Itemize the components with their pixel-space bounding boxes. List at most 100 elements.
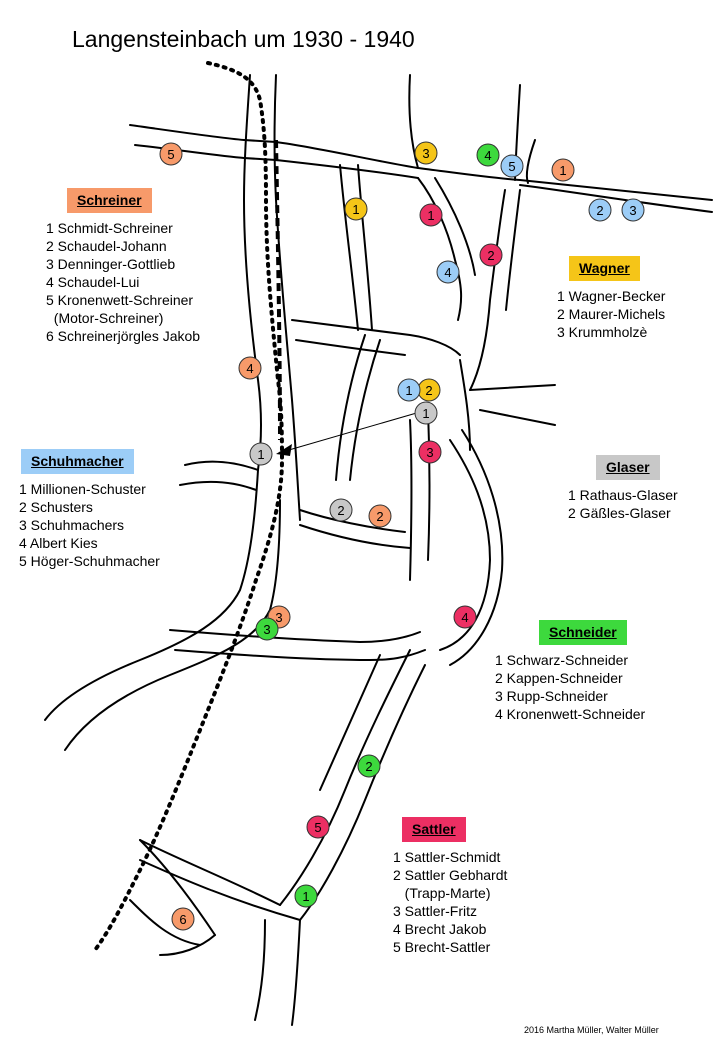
marker-circle [306, 815, 330, 839]
marker-schreiner-1: 1 [551, 158, 575, 182]
marker-circle [414, 401, 438, 425]
legend-item: 2 Gäßles-Glaser [568, 505, 671, 521]
marker-label: 1 [352, 202, 359, 217]
marker-schneider-1: 1 [294, 884, 318, 908]
marker-schreiner-6: 6 [171, 907, 195, 931]
marker-label: 1 [422, 406, 429, 421]
marker-glaser-2: 2 [329, 498, 353, 522]
marker-circle [344, 197, 368, 221]
marker-label: 2 [596, 203, 603, 218]
marker-schneider-4: 4 [476, 143, 500, 167]
legend-item: 1 Rathaus-Glaser [568, 487, 678, 503]
marker-schuhmacher-2: 2 [588, 198, 612, 222]
marker-circle [249, 442, 273, 466]
legend-item: 5 Brecht-Sattler [393, 939, 491, 955]
legend-item: 4 Schaudel-Lui [46, 274, 140, 290]
marker-schneider-2: 2 [357, 754, 381, 778]
marker-schreiner-5: 5 [159, 142, 183, 166]
marker-circle [397, 378, 421, 402]
legend-header-schneider: Schneider [539, 620, 627, 645]
legend-sattler: Sattler 1 Sattler-Schmidt 2 Sattler Gebha… [393, 817, 507, 956]
legend-items-sattler: 1 Sattler-Schmidt 2 Sattler Gebhardt (Tra… [393, 848, 507, 956]
legend-item: 3 Sattler-Fritz [393, 903, 478, 919]
marker-circle [551, 158, 575, 182]
marker-label: 5 [167, 147, 174, 162]
marker-glaser-1: 1 [414, 401, 438, 425]
marker-circle [238, 356, 262, 380]
marker-label: 3 [275, 610, 282, 625]
legend-item: 3 Krummholzè [557, 324, 648, 340]
map-title: Langensteinbach um 1930 - 1940 [72, 26, 415, 52]
marker-label: 2 [487, 248, 494, 263]
marker-circle [588, 198, 612, 222]
marker-label: 3 [629, 203, 636, 218]
marker-circle [621, 198, 645, 222]
marker-circle [357, 754, 381, 778]
legend-item: 2 Kappen-Schneider [495, 670, 623, 686]
marker-label: 3 [263, 622, 270, 637]
marker-label: 3 [426, 445, 433, 460]
legend-item: 2 Schusters [19, 499, 93, 515]
legend-header-glaser: Glaser [596, 455, 660, 480]
marker-label: 2 [425, 383, 432, 398]
legend-header-sattler: Sattler [402, 817, 466, 842]
marker-glaser-1: 1 [249, 442, 273, 466]
marker-sattler-5: 5 [306, 815, 330, 839]
legend-item: 4 Brecht Jakob [393, 921, 487, 937]
legend-item: (Trapp-Marte) [393, 885, 491, 901]
legend-schreiner: Schreiner 1 Schmidt-Schreiner 2 Schaudel-… [46, 188, 200, 345]
legend-item: 2 Schaudel-Johann [46, 238, 167, 254]
legend-item: 2 Sattler Gebhardt [393, 867, 508, 883]
legend-items-wagner: 1 Wagner-Becker 2 Maurer-Michels 3 Krummho… [557, 287, 665, 341]
marker-label: 1 [559, 163, 566, 178]
marker-label: 2 [337, 503, 344, 518]
marker-circle [418, 440, 442, 464]
marker-sattler-3: 3 [418, 440, 442, 464]
marker-circle [414, 141, 438, 165]
legend-item: 1 Wagner-Becker [557, 288, 666, 304]
marker-wagner-3: 3 [414, 141, 438, 165]
legend-header-wagner: Wagner [569, 256, 640, 281]
legend-item: 1 Schmidt-Schreiner [46, 220, 173, 236]
marker-schneider-3: 3 [255, 617, 279, 641]
marker-circle [171, 907, 195, 931]
marker-circle [476, 143, 500, 167]
marker-label: 5 [508, 159, 515, 174]
marker-wagner-1: 1 [344, 197, 368, 221]
marker-schuhmacher-3: 3 [621, 198, 645, 222]
marker-label: 2 [376, 509, 383, 524]
legend-items-glaser: 1 Rathaus-Glaser 2 Gäßles-Glaser [568, 486, 678, 522]
legend-item: 2 Maurer-Michels [557, 306, 666, 322]
credit-text: 2016 Martha Müller, Walter Müller [524, 1025, 659, 1035]
legend-item: 4 Kronenwett-Schneider [495, 706, 646, 722]
legend-item: 4 Albert Kies [19, 535, 98, 551]
marker-label: 3 [422, 146, 429, 161]
marker-label: 1 [302, 889, 309, 904]
legend-item: 1 Sattler-Schmidt [393, 849, 501, 865]
dotted-path [93, 61, 285, 952]
marker-circle [436, 260, 460, 284]
legend-item: 3 Schuhmachers [19, 517, 125, 533]
marker-circle [479, 243, 503, 267]
marker-schreiner-4: 4 [238, 356, 262, 380]
marker-circle [329, 498, 353, 522]
marker-schuhmacher-5: 5 [500, 154, 524, 178]
marker-circle [159, 142, 183, 166]
marker-label: 4 [246, 361, 253, 376]
streets-layer [44, 74, 713, 1026]
legend-wagner: Wagner 1 Wagner-Becker 2 Maurer-Michels 3 … [557, 256, 665, 341]
marker-wagner-2: 2 [417, 378, 441, 402]
legend-item: 6 Schreinerjörgles Jakob [46, 328, 201, 344]
legend-header-schreiner: Schreiner [67, 188, 152, 213]
marker-label: 1 [257, 447, 264, 462]
marker-circle [500, 154, 524, 178]
marker-label: 6 [179, 912, 186, 927]
marker-schuhmacher-1: 1 [397, 378, 421, 402]
